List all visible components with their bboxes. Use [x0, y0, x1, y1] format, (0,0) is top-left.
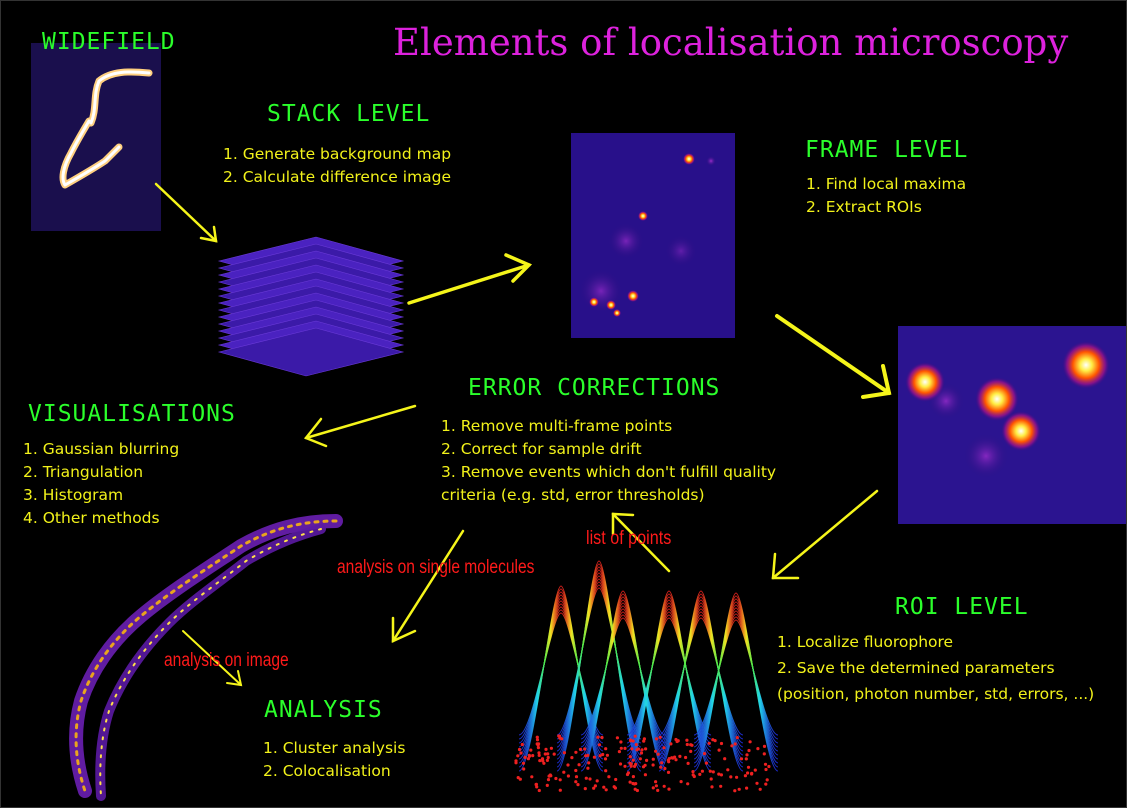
- stack-step: 2. Calculate difference image: [223, 168, 452, 186]
- image-stack: [217, 236, 405, 377]
- error-step: 2. Correct for sample drift: [441, 440, 642, 458]
- frame-level-heading: FRAME LEVEL: [805, 137, 969, 163]
- roi-image: [898, 326, 1126, 524]
- frame-image: [571, 133, 735, 338]
- stack-step: 1. Generate background map: [223, 145, 452, 163]
- visualisation-step: 1. Gaussian blurring: [23, 440, 180, 458]
- stack-level-heading: STACK LEVEL: [267, 101, 431, 127]
- gaussian-peaks-image: [514, 560, 779, 793]
- note-list-of-points: list of points: [586, 528, 672, 549]
- roi-step: (position, photon number, std, errors, .…: [777, 685, 1095, 703]
- visualisations-heading: VISUALISATIONS: [28, 401, 236, 427]
- frame-step: 2. Extract ROIs: [806, 198, 922, 216]
- roi-level-heading: ROI LEVEL: [895, 594, 1029, 620]
- arrow-errors-to-analysis: [391, 529, 465, 643]
- widefield-heading: WIDEFIELD: [42, 29, 176, 55]
- superres-image: [69, 514, 343, 801]
- widefield-image: [31, 43, 161, 231]
- visualisation-step: 2. Triangulation: [23, 463, 144, 481]
- error-corrections-steps: 1. Remove multi-frame points 2. Correct …: [441, 415, 831, 507]
- arrow-widefield-to-stack: [154, 182, 218, 243]
- arrow-peaks-to-errors: [611, 512, 671, 573]
- frame-step: 1. Find local maxima: [806, 175, 967, 193]
- note-analysis-single-molecules: analysis on single molecules: [337, 557, 535, 578]
- visualisations-steps: 1. Gaussian blurring 2. Triangulation 3.…: [23, 438, 179, 530]
- arrow-frame-to-roi: [775, 314, 892, 399]
- analysis-step: 1. Cluster analysis: [263, 739, 406, 757]
- arrow-stack-to-frame: [407, 253, 533, 305]
- flow-arrows: [154, 182, 892, 687]
- visualisation-step: 3. Histogram: [23, 486, 124, 504]
- stack-level-steps: 1. Generate background map 2. Calculate …: [223, 143, 451, 189]
- arrow-roi-to-peaks: [771, 489, 879, 580]
- note-analysis-on-image: analysis on image: [164, 650, 289, 671]
- analysis-heading: ANALYSIS: [264, 697, 383, 723]
- arrow-image-to-analysis: [182, 630, 243, 687]
- diagram-title: Elements of localisation microscopy: [393, 21, 1069, 64]
- arrow-errors-to-visualisations: [303, 404, 417, 448]
- error-step: 3. Remove events which don't fulfill qua…: [441, 463, 777, 504]
- analysis-step: 2. Colocalisation: [263, 762, 391, 780]
- frame-level-steps: 1. Find local maxima 2. Extract ROIs: [806, 173, 966, 219]
- error-corrections-heading: ERROR CORRECTIONS: [468, 375, 721, 401]
- roi-level-steps: 1. Localize fluorophore 2. Save the dete…: [777, 629, 1094, 707]
- roi-step: 2. Save the determined parameters: [777, 659, 1055, 677]
- visualisation-step: 4. Other methods: [23, 509, 160, 527]
- roi-step: 1. Localize fluorophore: [777, 633, 954, 651]
- analysis-steps: 1. Cluster analysis 2. Colocalisation: [263, 737, 405, 783]
- error-step: 1. Remove multi-frame points: [441, 417, 673, 435]
